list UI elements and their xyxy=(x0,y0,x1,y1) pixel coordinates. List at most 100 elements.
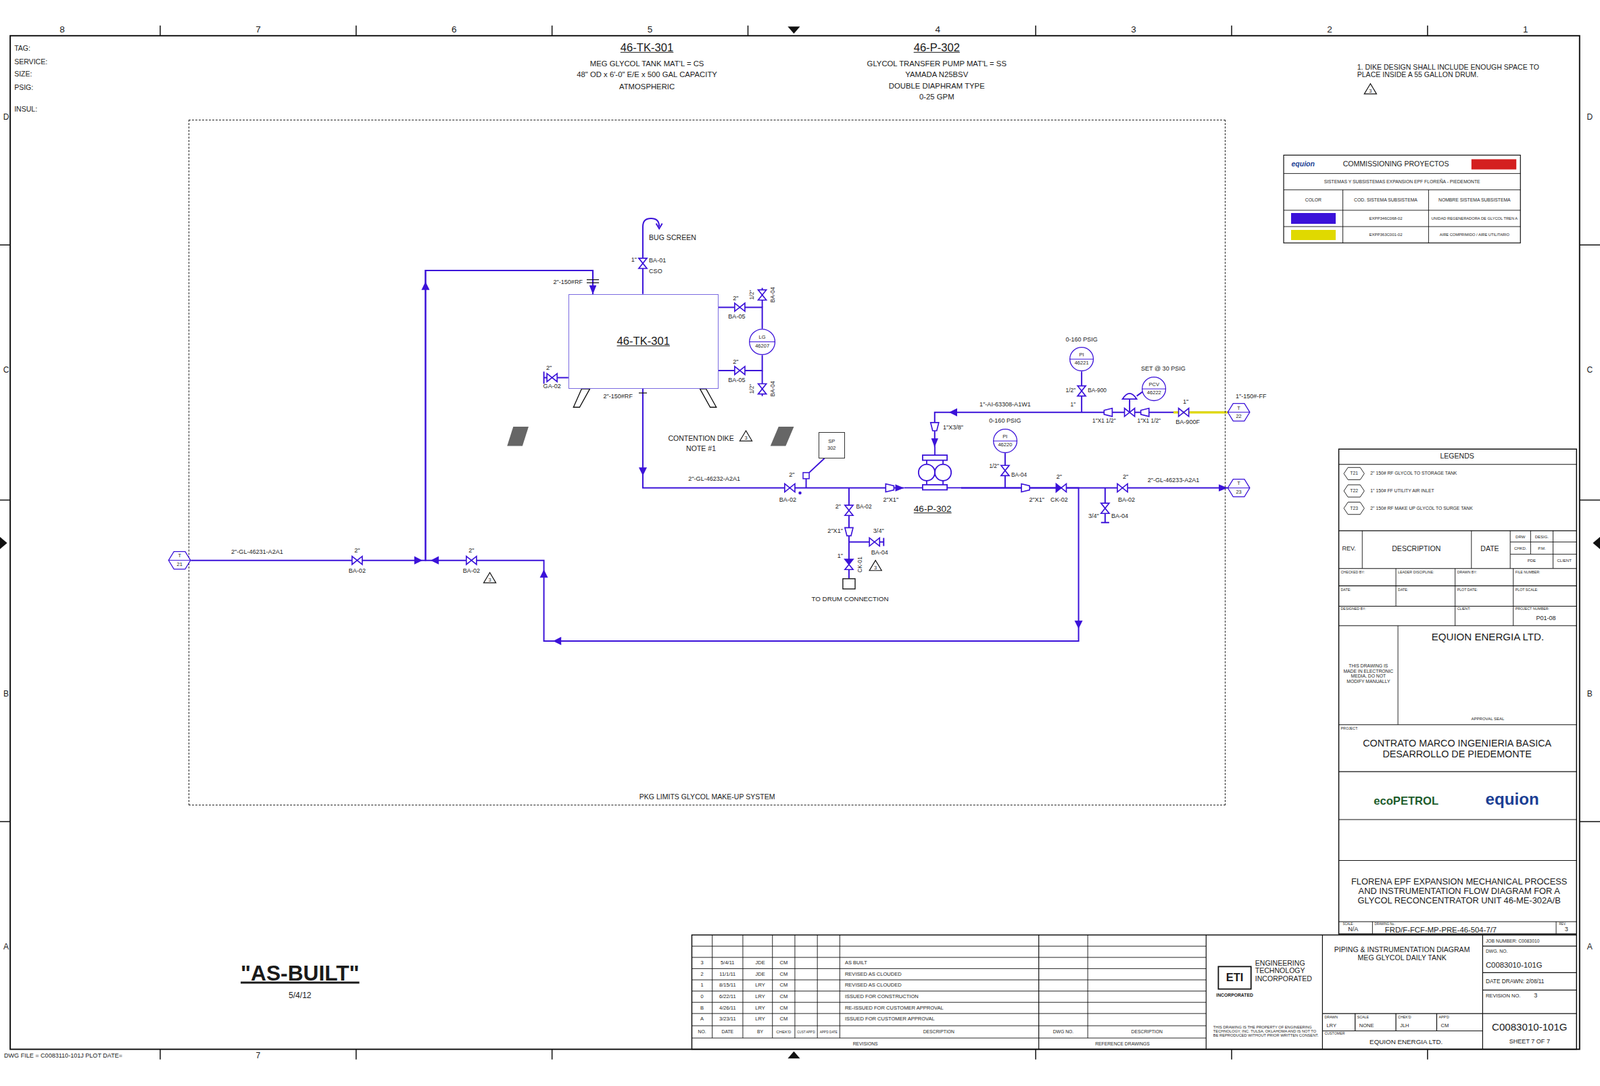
title-block-text: CUSTOMER xyxy=(1324,1031,1345,1036)
title-block-text: PROJECT: xyxy=(1341,726,1359,731)
pump-part xyxy=(903,487,923,489)
instrument-tag-label: 2"X1" xyxy=(827,527,843,535)
equipment-header-text: 48" OD x 6'-0" E/E x 500 GAL CAPACITY xyxy=(576,70,718,79)
pump-part xyxy=(934,464,952,481)
legend-text: 1" 150# FF UTILITY AIR INLET xyxy=(1370,488,1434,493)
title-block-text: CHEK'D xyxy=(776,1029,791,1035)
title-block-text: AS BUILT xyxy=(844,959,868,966)
sheet-grid-label: C xyxy=(1587,365,1594,375)
title-block-text: FLORENA EPF EXPANSION MECHANICAL PROCESS… xyxy=(1343,876,1575,906)
instrument-tag-label: BA-900 xyxy=(1087,388,1107,395)
pump-part xyxy=(922,484,948,491)
bubble-divider xyxy=(1228,487,1250,489)
equipment-header-text: MEG GLYCOL TANK MAT'L = CS xyxy=(590,58,705,67)
title-block-text: APPROVAL SEAL xyxy=(1471,715,1505,721)
instrument-tag-label: 3 xyxy=(744,435,747,441)
sheet-grid-label: 7 xyxy=(255,24,261,35)
bubble-divider xyxy=(993,440,1018,442)
title-block-text: 3/23/11 xyxy=(719,1015,737,1022)
instrument-tag-label: 0-160 PSIG xyxy=(988,417,1021,425)
title-block-text: 3 xyxy=(1533,992,1538,1000)
node-text: 46222 xyxy=(1147,390,1162,396)
title-block-text: FILE NUMBER: xyxy=(1515,570,1541,575)
title-block-text: CHKD. xyxy=(1514,545,1527,551)
equipment-header-text: 0-25 GPM xyxy=(919,92,955,101)
title-block-text: NO. xyxy=(698,1028,707,1034)
title-block-text: REFERENCE DRAWINGS xyxy=(1095,1040,1150,1046)
title-block-text: REV. xyxy=(1559,922,1567,926)
circle-shape xyxy=(1142,377,1167,401)
line-number-label: 2"-GL-46232-A2A1 xyxy=(686,476,742,484)
title-block-text: PDE xyxy=(1527,557,1536,563)
title-block-text: CM xyxy=(779,1005,788,1011)
title-block-text: CM xyxy=(779,959,788,966)
hexagon-shape xyxy=(1227,403,1250,422)
equipment-header-text: 46-P-302 xyxy=(913,41,960,55)
title-block-text: REVISIONS xyxy=(853,1040,879,1046)
instrument-tag-label: 1/2" xyxy=(748,289,756,300)
equipment-header-text: INSUL: xyxy=(14,105,38,114)
instrument-tag-label: 3 xyxy=(874,565,877,571)
equipment-header-text: TAG: xyxy=(14,45,31,54)
line-number-label: 1"-AI-63308-A1W1 xyxy=(978,401,1033,409)
instrument-tag-label: CK-01 xyxy=(857,556,864,573)
commissioning-table-text: 3 xyxy=(1368,88,1372,94)
sheet-grid-label: 7 xyxy=(256,1051,261,1061)
title-block-text: 4/26/11 xyxy=(719,1005,737,1011)
legend-symbol-text: T21 xyxy=(1349,471,1359,476)
title-block-text: CLIENT: xyxy=(1457,607,1471,612)
tie-in-hexagon: T23 xyxy=(1227,478,1250,497)
title-block-text: CHEK'D xyxy=(1397,1015,1411,1020)
instrument-tag-label: CSO xyxy=(648,268,663,276)
title-block-text: LEADER DISCIPLINE: xyxy=(1397,570,1434,575)
title-block-text: REVISED AS CLOUDED xyxy=(844,971,902,977)
bubble-outline xyxy=(748,328,776,355)
line-number-label: 2"-GL-46231-A2A1 xyxy=(229,548,285,556)
tie-in-hexagon: T22 xyxy=(1227,402,1250,422)
legend-swatch xyxy=(1291,229,1336,240)
node-text: 21 xyxy=(176,561,182,568)
instrument-tag-label: 1"X1 1/2" xyxy=(1137,418,1162,425)
circle-shape xyxy=(1070,347,1094,372)
title-block-text: N/A xyxy=(1347,926,1359,933)
title-block-text: ecoPETROL xyxy=(1373,794,1439,808)
instrument-tag-label: BA-02 xyxy=(779,496,797,504)
node-text: T xyxy=(177,552,182,559)
instrument-tag-label: 3 xyxy=(488,577,491,583)
title-block-text: 5/4/11 xyxy=(720,959,735,966)
commissioning-table-text: equion xyxy=(1291,160,1315,169)
instrument-tag-label: BA-05 xyxy=(728,313,745,321)
package-boundary: PKG LIMITS GLYCOL MAKE-UP SYSTEM46-TK-30… xyxy=(188,119,1226,806)
title-block-text: B xyxy=(700,1005,704,1011)
node-text: 46207 xyxy=(755,343,770,349)
title-block-text: DRAWING No.: xyxy=(1374,922,1396,926)
pump-part xyxy=(942,460,944,465)
title-block-text: JDE xyxy=(755,959,766,966)
title-block-text: DATE xyxy=(1480,544,1499,553)
pipe-line xyxy=(718,306,763,329)
circle-shape xyxy=(749,329,776,355)
title-block-text: 0 xyxy=(700,993,703,1000)
commissioning-table-text: EXPP346C068-02 xyxy=(1368,216,1402,222)
node-text: 302 xyxy=(827,445,837,451)
equipment-header-text: SIZE: xyxy=(14,70,32,79)
instrument-tag-label: 2" xyxy=(468,547,474,555)
pressure-control-bubble: PCV46222 xyxy=(1141,376,1167,401)
sheet-grid-label: 1 xyxy=(1522,24,1529,35)
instrument-tag-label: 2" xyxy=(1056,473,1062,481)
instrument-tag-label: 1/2" xyxy=(1065,388,1076,395)
instrument-tag-label: CONTENTION DIKE xyxy=(667,434,734,443)
pipe-line xyxy=(190,270,593,561)
hexagon-shape xyxy=(168,551,191,570)
instrument-tag-label: 2" xyxy=(788,471,795,479)
title-block-text: PLOT SCALE: xyxy=(1515,588,1539,593)
instrument-tag-label: BA-02 xyxy=(856,504,872,511)
title-block-text: SCALE xyxy=(1357,1015,1369,1020)
sheet-grid-label: D xyxy=(1587,112,1594,122)
title-block-text: 1 xyxy=(700,982,703,988)
title-block-text: BY xyxy=(757,1028,764,1034)
title-block-text: ISSUED FOR CONSTRUCTION xyxy=(844,993,919,1000)
title-block-text: REVISION NO. xyxy=(1485,992,1521,999)
equipment-header-text: YAMADA N25BSV xyxy=(905,70,968,79)
sheet-grid-label: 4 xyxy=(935,24,941,35)
